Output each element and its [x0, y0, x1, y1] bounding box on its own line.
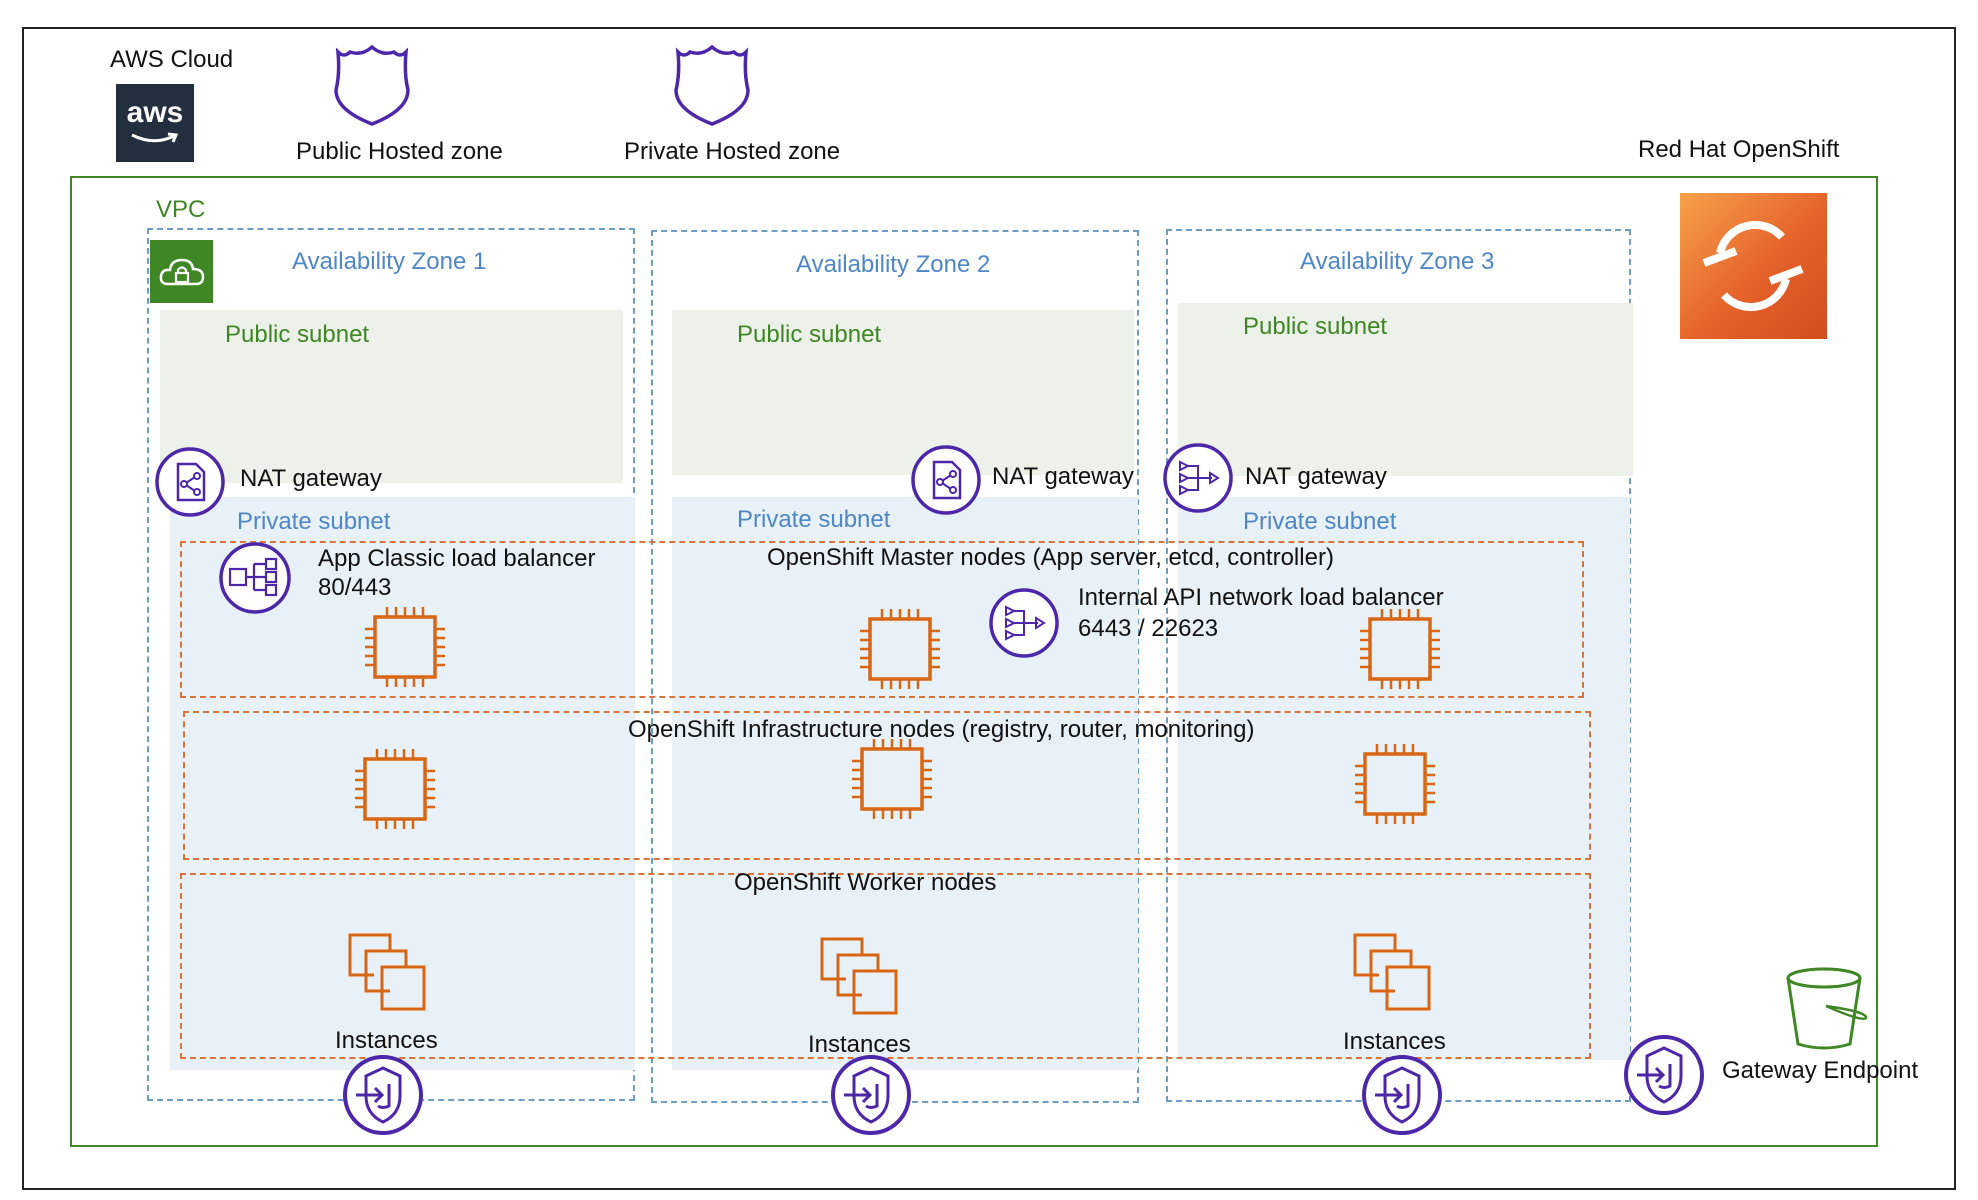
private-subnet-az2-label: Private subnet: [737, 506, 891, 533]
private-hosted-zone-label: Private Hosted zone: [624, 138, 841, 165]
master-nodes-label: OpenShift Master nodes (App server, etcd…: [767, 544, 1334, 571]
az3-title: Availability Zone 3: [1300, 248, 1495, 275]
public-subnet-az3-label: Public subnet: [1243, 313, 1388, 340]
public-hosted-zone-label: Public Hosted zone: [296, 138, 503, 165]
private-subnet-az3-label: Private subnet: [1243, 508, 1397, 535]
aws-cloud-label: AWS Cloud: [110, 46, 234, 73]
private-subnet-az1-label: Private subnet: [237, 508, 391, 535]
infrastructure-nodes-label: OpenShift Infrastructure nodes (registry…: [628, 716, 1255, 743]
worker-instances-az3-icon: [1353, 933, 1431, 1011]
public-hosted-zone-icon: [334, 44, 410, 126]
app-classic-lb-name: App Classic load balancer: [318, 545, 596, 572]
nat-gateway-az2-icon: [911, 445, 981, 515]
nat-gateway-az2-label: NAT gateway: [992, 463, 1134, 490]
openshift-icon: [1702, 220, 1804, 312]
endpoint-az1-icon: [343, 1055, 423, 1135]
internal-network-load-balancer-icon: [989, 588, 1059, 658]
infra-node-az3-chip-icon: [1355, 744, 1435, 824]
aws-logo-text: aws: [126, 96, 184, 129]
worker-nodes-label: OpenShift Worker nodes: [734, 869, 997, 896]
public-subnet-az2-label: Public subnet: [737, 321, 882, 348]
infra-node-az2-chip-icon: [852, 739, 932, 819]
master-nodes-tier: [180, 541, 1584, 698]
s3-bucket-icon: [1786, 967, 1868, 1050]
aws-smile-icon: [131, 132, 179, 143]
vpc-label: VPC: [156, 196, 206, 223]
nat-gateway-az1-icon: [155, 447, 225, 517]
public-subnet-az2: [672, 310, 1134, 475]
instances-az2-label: Instances: [808, 1031, 911, 1058]
app-classic-load-balancer-icon: [219, 542, 291, 614]
worker-instances-az1-icon: [348, 933, 426, 1011]
nat-gateway-az1-label: NAT gateway: [240, 465, 382, 492]
master-node-az2-chip-icon: [860, 609, 940, 689]
internal-nlb-name: Internal API network load balancer: [1078, 584, 1444, 611]
internal-nlb-ports: 6443 / 22623: [1078, 615, 1219, 642]
aws-logo: aws: [116, 84, 194, 162]
master-node-az1-chip-icon: [365, 607, 445, 687]
endpoint-az3-icon: [1362, 1055, 1442, 1135]
cloud-lock-icon: [159, 258, 205, 286]
az1-title: Availability Zone 1: [292, 248, 487, 275]
app-classic-lb-ports: 80/443: [318, 574, 392, 601]
public-subnet-az1: [160, 310, 623, 483]
endpoint-az2-icon: [831, 1055, 911, 1135]
az2-title: Availability Zone 2: [796, 251, 991, 278]
private-subnet-az2: [672, 497, 1138, 1070]
red-hat-openshift-label: Red Hat OpenShift: [1638, 136, 1840, 163]
nat-gateway-az3-label: NAT gateway: [1245, 463, 1387, 490]
nat-gateway-az3-icon: [1163, 443, 1233, 513]
openshift-logo: [1680, 193, 1827, 339]
worker-instances-az2-icon: [820, 937, 898, 1015]
vpc-boundary: [70, 176, 1878, 1147]
gateway-endpoint-label: Gateway Endpoint: [1722, 1057, 1919, 1084]
private-hosted-zone-icon: [674, 44, 750, 126]
infra-node-az1-chip-icon: [355, 749, 435, 829]
gateway-endpoint-icon: [1624, 1035, 1704, 1115]
public-subnet-az3: [1178, 303, 1633, 476]
aws-cloud-boundary: [22, 27, 1956, 1190]
master-node-az3-chip-icon: [1360, 609, 1440, 689]
infrastructure-nodes-tier: [183, 711, 1591, 860]
instances-az3-label: Instances: [1343, 1028, 1446, 1055]
vpc-cloud-lock-badge: [150, 240, 213, 303]
instances-az1-label: Instances: [335, 1027, 438, 1054]
public-subnet-az1-label: Public subnet: [225, 321, 370, 348]
